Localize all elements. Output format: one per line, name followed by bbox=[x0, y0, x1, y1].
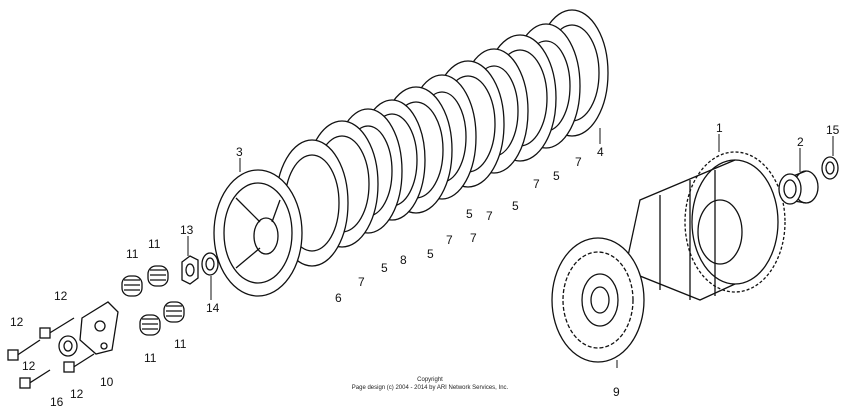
callout-5: 5 bbox=[427, 247, 434, 261]
clutch-spring bbox=[163, 301, 185, 323]
callout-4: 4 bbox=[597, 145, 604, 159]
callout-11: 11 bbox=[126, 247, 139, 261]
callout-5: 5 bbox=[553, 169, 560, 183]
callout-3: 3 bbox=[236, 145, 243, 159]
callout-7: 7 bbox=[358, 275, 365, 289]
callout-12: 12 bbox=[70, 387, 84, 401]
flange-bolt bbox=[63, 353, 95, 373]
copyright-notice: Copyright Page design (c) 2004 - 2014 by… bbox=[300, 376, 560, 392]
callout-11: 11 bbox=[144, 351, 157, 365]
callout-15: 15 bbox=[826, 123, 840, 137]
lock-washer bbox=[201, 252, 219, 276]
callout-14: 14 bbox=[206, 301, 220, 315]
callout-13: 13 bbox=[180, 223, 194, 237]
callout-5: 5 bbox=[466, 207, 473, 221]
clutch-spring bbox=[147, 265, 169, 287]
callout-5: 5 bbox=[512, 199, 519, 213]
clutch-plate-stack bbox=[275, 9, 609, 267]
pressure-plate bbox=[213, 169, 303, 297]
clutch-lifter-plate bbox=[79, 301, 119, 355]
clutch-spring bbox=[121, 275, 143, 297]
callout-12: 12 bbox=[54, 289, 68, 303]
callout-2: 2 bbox=[797, 135, 804, 149]
callout-7: 7 bbox=[470, 231, 477, 245]
callout-12: 12 bbox=[10, 315, 24, 329]
clutch-outer-housing bbox=[624, 151, 786, 301]
callout-9: 9 bbox=[613, 385, 620, 399]
flange-bolt bbox=[39, 317, 75, 339]
copyright-line-2: Page design (c) 2004 - 2014 by ARI Netwo… bbox=[351, 385, 509, 391]
callout-16: 16 bbox=[50, 395, 64, 409]
clutch-center-hub bbox=[551, 237, 645, 363]
callout-leaders bbox=[187, 128, 834, 368]
flange-bolt bbox=[19, 369, 51, 389]
callout-numbers: 1 2 3 4 5 5 5 5 5 6 7 7 7 7 7 7 8 9 10 1… bbox=[10, 121, 840, 409]
callout-10: 10 bbox=[100, 375, 114, 389]
callout-11: 11 bbox=[148, 237, 161, 251]
callout-7: 7 bbox=[446, 233, 453, 247]
callout-7: 7 bbox=[533, 177, 540, 191]
clutch-spring bbox=[139, 314, 161, 336]
thrust-washer bbox=[821, 156, 839, 180]
callout-8: 8 bbox=[400, 253, 407, 267]
lock-nut bbox=[181, 255, 199, 285]
copyright-line-1: Copyright bbox=[417, 377, 443, 383]
callout-7: 7 bbox=[575, 155, 582, 169]
housing-bushing bbox=[778, 170, 819, 205]
callout-12: 12 bbox=[22, 359, 36, 373]
lifter-bearing bbox=[58, 335, 78, 357]
flange-bolt bbox=[7, 339, 41, 361]
callout-1: 1 bbox=[716, 121, 723, 135]
callout-7: 7 bbox=[486, 209, 493, 223]
callout-5: 5 bbox=[381, 261, 388, 275]
callout-6: 6 bbox=[335, 291, 342, 305]
callout-11: 11 bbox=[174, 337, 187, 351]
